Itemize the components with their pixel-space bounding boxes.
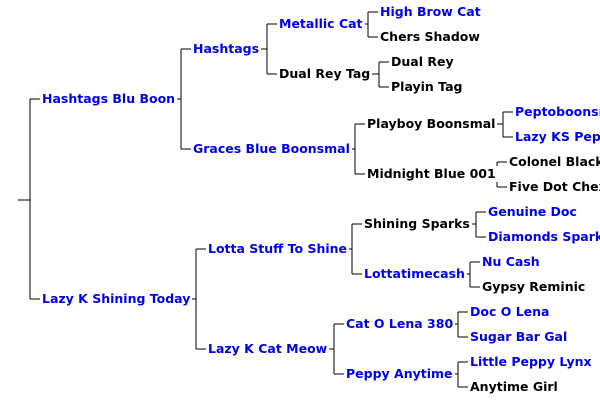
pedigree-dam[interactable]: Lazy K Shining Today <box>40 291 193 307</box>
pedigree-dam-dam-sire-sire[interactable]: Doc O Lena <box>468 304 552 320</box>
pedigree-sire-sire-sire-sire[interactable]: High Brow Cat <box>378 4 483 20</box>
pedigree-dam-dam-sire-dam[interactable]: Sugar Bar Gal <box>468 329 570 345</box>
pedigree-sire-sire-dam: Dual Rey Tag <box>277 66 373 82</box>
pedigree-sire-dam-dam-sire: Colonel Black <box>507 154 600 170</box>
pedigree-sire-dam[interactable]: Graces Blue Boonsmal <box>191 141 352 157</box>
pedigree-sire-dam-sire-sire[interactable]: Peptoboonsmal <box>513 104 600 120</box>
pedigree-dam-dam-sire[interactable]: Cat O Lena 380 <box>344 316 456 332</box>
pedigree-dam-dam-dam-dam: Anytime Girl <box>468 379 560 395</box>
pedigree-sire-sire-sire-dam: Chers Shadow <box>378 29 482 45</box>
pedigree-dam-dam-dam[interactable]: Peppy Anytime <box>344 366 455 382</box>
pedigree-dam-sire-dam[interactable]: Lottatimecash <box>362 266 467 282</box>
pedigree-dam-dam[interactable]: Lazy K Cat Meow <box>206 341 330 357</box>
pedigree-dam-sire-dam-dam: Gypsy Reminic <box>480 279 588 295</box>
pedigree-sire[interactable]: Hashtags Blu Boon <box>40 91 178 107</box>
pedigree-dam-dam-dam-sire[interactable]: Little Peppy Lynx <box>468 354 594 370</box>
pedigree-sire-sire-dam-dam: Playin Tag <box>389 79 465 95</box>
pedigree-dam-sire-sire: Shining Sparks <box>362 216 472 232</box>
pedigree-sire-dam-dam: Midnight Blue 001 <box>365 166 498 182</box>
pedigree-sire-dam-sire: Playboy Boonsmal <box>365 116 498 132</box>
pedigree-sire-sire-dam-sire: Dual Rey <box>389 54 456 70</box>
pedigree-dam-sire-dam-sire[interactable]: Nu Cash <box>480 254 542 270</box>
pedigree-sire-dam-dam-dam: Five Dot Chex <box>507 179 600 195</box>
pedigree-dam-sire-sire-dam[interactable]: Diamonds Sparkl <box>486 229 600 245</box>
pedigree-dam-sire-sire-sire[interactable]: Genuine Doc <box>486 204 579 220</box>
pedigree-sire-sire[interactable]: Hashtags <box>191 41 262 57</box>
pedigree-dam-sire[interactable]: Lotta Stuff To Shine <box>206 241 350 257</box>
pedigree-sire-dam-sire-dam[interactable]: Lazy KS Pepp <box>513 129 600 145</box>
pedigree-sire-sire-sire[interactable]: Metallic Cat <box>277 16 365 32</box>
